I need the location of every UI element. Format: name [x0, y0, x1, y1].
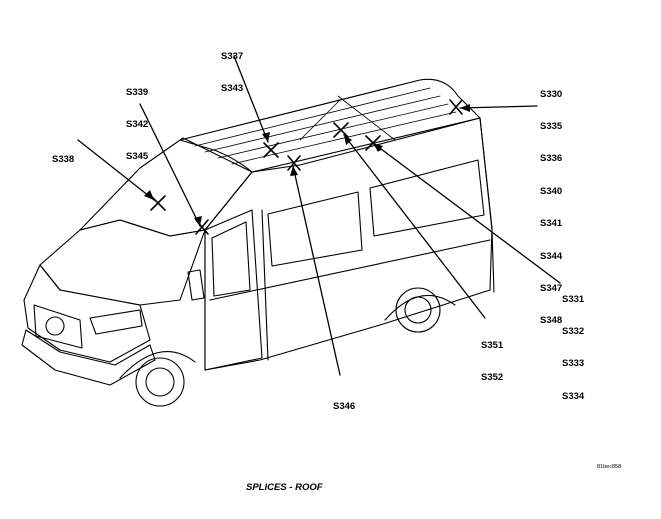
splice-label: S341	[540, 218, 563, 230]
splice-label: S346	[333, 400, 356, 412]
splice-marker-left	[150, 195, 166, 211]
splice-label: S335	[540, 120, 563, 132]
splice-label: S331	[562, 293, 585, 305]
grille	[33, 304, 83, 349]
figure-code: 81bec858	[597, 464, 622, 470]
leader-lines	[77, 55, 561, 376]
side-window-2	[369, 159, 485, 237]
splice-label-group-bottom: S346	[333, 380, 355, 423]
splice-label: S352	[481, 371, 504, 383]
splice-marker-left-upper	[195, 219, 209, 235]
rear-wheel-hub	[404, 296, 432, 324]
splice-label: S344	[540, 250, 563, 262]
rear-wheel	[395, 287, 441, 333]
side-window-1	[267, 191, 363, 267]
splice-label: S337	[221, 50, 244, 62]
leader-s351	[343, 134, 486, 319]
leader-s346	[292, 165, 341, 376]
hood	[39, 219, 206, 306]
leader-s338	[77, 139, 155, 201]
splice-label: S330	[540, 88, 563, 100]
splice-label: S348	[540, 315, 563, 327]
side-crease	[209, 239, 491, 301]
splice-label-group-left: S338	[52, 133, 74, 176]
front-wheel	[135, 357, 185, 407]
splice-label: S338	[52, 153, 75, 165]
sliding-door-line	[261, 209, 269, 361]
van-roof	[179, 78, 481, 173]
splice-label: S336	[540, 153, 563, 165]
splice-markers	[150, 99, 463, 235]
splice-label: S351	[481, 339, 504, 351]
splice-label: S332	[562, 325, 585, 337]
splice-marker-bottom	[287, 155, 301, 171]
leader-s339	[139, 103, 201, 227]
splice-label: S334	[562, 390, 585, 402]
front-face	[23, 264, 151, 363]
splice-label-group-center-lower: S351 S352	[481, 319, 503, 395]
splice-label: S339	[126, 86, 149, 98]
splice-marker-center-lower	[333, 122, 349, 138]
leader-s331	[372, 142, 561, 284]
splice-marker-top-center	[263, 142, 279, 158]
splice-label: S333	[562, 358, 585, 370]
splice-label-group-right-upper: S330 S335 S336 S340 S341 S344 S347 S348	[540, 68, 562, 338]
rear-pillar	[479, 117, 495, 293]
splice-label: S340	[540, 185, 563, 197]
van-illustration	[21, 78, 495, 407]
arrowheads	[144, 104, 470, 226]
headlight	[89, 309, 143, 335]
splice-label: S345	[126, 151, 149, 163]
splice-label-group-left-upper: S339 S342 S345	[126, 66, 148, 174]
splice-marker-right-upper	[449, 99, 463, 115]
splice-label: S347	[540, 282, 563, 294]
front-bumper	[21, 329, 156, 386]
splice-label: S342	[126, 118, 149, 130]
splice-label: S343	[221, 82, 244, 94]
front-wheel-arch	[119, 351, 196, 379]
van-side-body	[204, 117, 493, 371]
side-mirror	[187, 269, 205, 301]
figure-caption: SPLICES - ROOF	[246, 482, 323, 493]
arrowhead-s330	[460, 104, 470, 112]
door-window	[211, 221, 251, 297]
splice-label-group-right-lower: S331 S332 S333 S334	[562, 273, 584, 413]
splice-label-group-top-center: S337 S343	[221, 30, 243, 106]
front-wheel-hub	[145, 367, 175, 397]
leader-s330	[459, 105, 538, 109]
roof-ribs	[194, 87, 457, 165]
arrowhead-s351	[344, 135, 352, 145]
front-emblem	[45, 316, 65, 336]
splice-marker-right-lower	[365, 135, 381, 151]
front-door	[204, 209, 263, 371]
leader-s337	[233, 55, 269, 143]
rear-wheel-arch	[384, 294, 456, 321]
arrowhead-s346	[290, 166, 298, 176]
arrowhead-s337	[262, 132, 270, 142]
